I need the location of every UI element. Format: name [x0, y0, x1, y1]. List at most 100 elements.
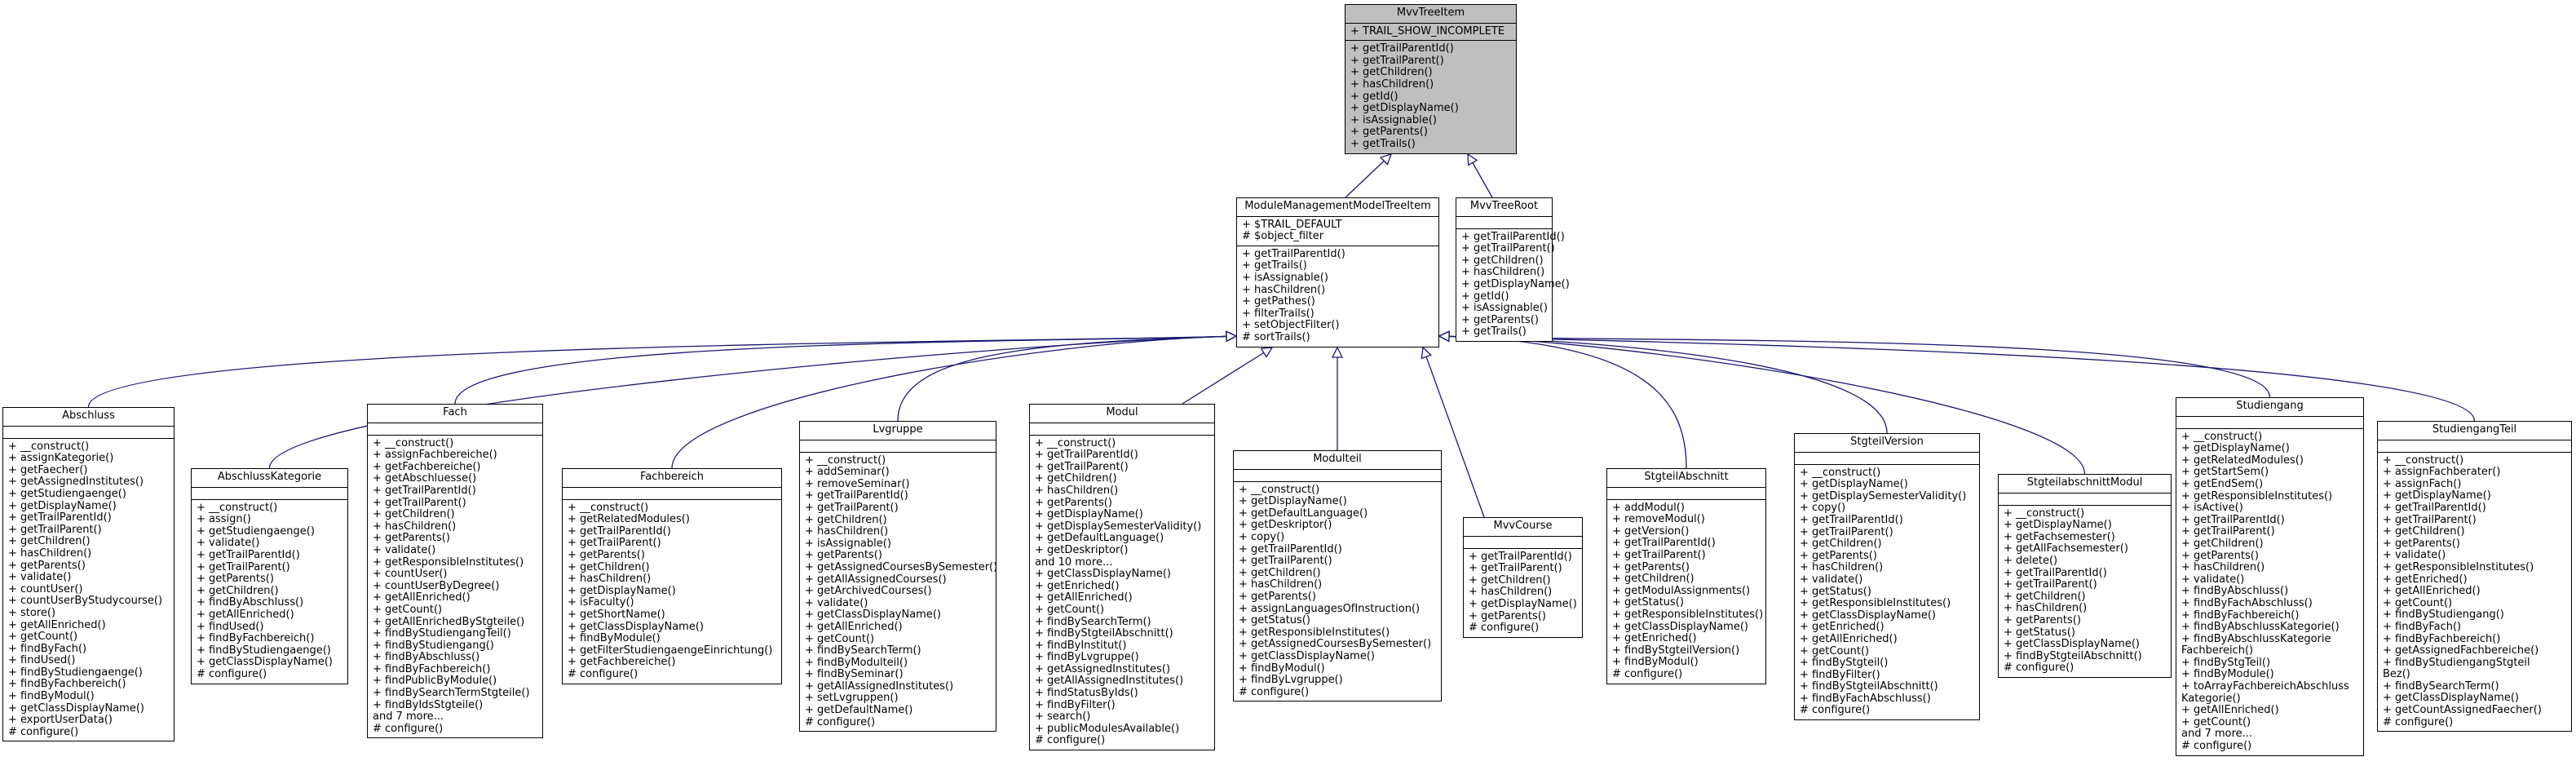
class-name: Modulteil: [1234, 451, 1441, 470]
class-operation: + filterTrails(): [1242, 307, 1315, 320]
class-operation: + findBySearchTerm(): [1035, 615, 1151, 628]
class-operation: + getDisplayName(): [2004, 519, 2112, 532]
class-operation: + getTrailParent(): [1239, 555, 1332, 568]
class-operation: + getDefaultName(): [805, 704, 913, 717]
class-operation: + getParents(): [1800, 549, 1877, 562]
class-operation: + findByStgteilAbschnitt(): [2004, 649, 2142, 662]
class-box-mvvtreeroot[interactable]: MvvTreeRoot + getTrailParentId()+ getTra…: [1456, 197, 1570, 342]
class-operation: + getAllAssignedInstitutes(): [805, 679, 954, 693]
class-box-abschluss[interactable]: Abschluss + __construct()+ assignKategor…: [2, 407, 175, 742]
class-operation: + getEndSem(): [2181, 477, 2264, 490]
class-operation: + hasChildren(): [2004, 602, 2088, 615]
class-operation: + getDisplayName(): [2181, 442, 2290, 455]
class-attributes: [1234, 470, 1441, 482]
class-operation: + getTrailParent(): [2383, 513, 2477, 526]
class-operation: + getAssignedInstitutes(): [8, 476, 144, 489]
class-box-modul[interactable]: Modul + __construct()+ getTrailParentId(…: [1029, 404, 1215, 751]
class-operation: + getStatus(): [1239, 614, 1310, 627]
class-box-modulteil[interactable]: Modulteil + __construct()+ getDisplayNam…: [1233, 450, 1442, 702]
class-operation: + getDisplayName(): [1035, 508, 1143, 521]
class-operation: + getTrails(): [1350, 137, 1416, 150]
class-operation: and 10 more...: [1035, 555, 1113, 569]
class-operation: + getTrailParent(): [373, 496, 466, 509]
class-attributes: + TRAIL_SHOW_INCOMPLETE: [1345, 24, 1516, 42]
class-operation: + copy(): [1800, 502, 1846, 515]
class-box-studiengangteil[interactable]: StudiengangTeil + __construct()+ assignF…: [2377, 421, 2572, 733]
class-box-stgteilabschnittmodul[interactable]: StgteilabschnittModul + __construct()+ g…: [1998, 474, 2172, 678]
class-box-lvgruppe[interactable]: Lvgruppe + __construct()+ addSeminar()+ …: [799, 421, 997, 733]
class-operation: + hasChildren(): [373, 520, 457, 533]
class-box-fachbereich[interactable]: Fachbereich + __construct()+ getRelatedM…: [562, 468, 782, 684]
inheritance-arrowhead: [1379, 153, 1393, 166]
class-box-mvvcourse[interactable]: MvvCourse + getTrailParentId()+ getTrail…: [1463, 517, 1583, 638]
class-operation: + getTrailParent(): [568, 537, 661, 550]
class-operation: + getId(): [1350, 90, 1398, 103]
class-operations: + __construct()+ getDisplayName()+ getDi…: [1795, 465, 1979, 719]
class-operation: + validate(): [2181, 573, 2245, 586]
class-operation: + findByModul(): [1239, 662, 1325, 675]
class-operation: Kategorie(): [2181, 692, 2241, 705]
class-operation: + getResponsibleInstitutes(): [1612, 608, 1764, 621]
class-operation: and 7 more...: [373, 710, 444, 724]
class-operation: + getAllEnriched(): [8, 618, 106, 631]
class-attributes: [800, 440, 996, 453]
class-operation: + getAllEnriched(): [2383, 585, 2481, 598]
class-operation: + getChildren(): [2181, 537, 2264, 550]
class-operation: + getParents(): [1350, 126, 1428, 139]
class-operation: + setObjectFilter(): [1242, 319, 1340, 332]
class-operation: + getParents(): [805, 549, 882, 562]
class-box-modulemanagementmodeltreeitem[interactable]: ModuleManagementModelTreeItem + $TRAIL_D…: [1236, 197, 1439, 347]
class-attributes: [563, 488, 781, 500]
inheritance-arrowhead: [1226, 330, 1238, 343]
class-operation: + __construct(): [1239, 483, 1320, 496]
class-operation: + findByIdsStgteile(): [373, 698, 484, 711]
class-operation: + hasChildren(): [2181, 561, 2265, 574]
class-operation: + countUserByStudycourse(): [8, 595, 163, 608]
class-box-mvvtreeitem[interactable]: MvvTreeItem + TRAIL_SHOW_INCOMPLETE + ge…: [1345, 4, 1517, 154]
class-box-stgteilversion[interactable]: StgteilVersion + __construct()+ getDispl…: [1794, 433, 1980, 721]
class-operation: + findBySeminar(): [805, 668, 904, 681]
class-operation: + getTrailParentId(): [568, 524, 671, 538]
class-name: Lvgruppe: [800, 422, 996, 440]
class-operation: + assignFachberater(): [2383, 466, 2501, 479]
class-box-fach[interactable]: Fach + __construct()+ assignFachbereiche…: [367, 404, 543, 739]
class-operation: # configure(): [1239, 685, 1310, 698]
class-box-stgteilabschnitt[interactable]: StgteilAbschnitt + addModul()+ removeMod…: [1606, 468, 1766, 684]
class-operation: + removeModul(): [1612, 513, 1705, 526]
inheritance-arrowhead: [1438, 330, 1450, 343]
class-operation: + hasChildren(): [568, 573, 652, 586]
class-operation: + getDefaultLanguage(): [1239, 507, 1368, 520]
class-operation: + __construct(): [1800, 466, 1881, 479]
class-operation: + validate(): [373, 543, 436, 556]
class-operation: + getStatus(): [1800, 585, 1871, 598]
class-operation: + getResponsibleInstitutes(): [1239, 626, 1390, 639]
class-operation: + getClassDisplayName(): [1800, 609, 1936, 622]
class-operation: + getTrailParentId(): [1469, 550, 1572, 563]
class-operation: + findByInstitut(): [1035, 639, 1127, 652]
class-operation: + getRelatedModules(): [568, 513, 690, 526]
class-operation: + getTrailParent(): [1612, 548, 1706, 561]
class-operation: + findByFachAbschluss(): [1800, 692, 1931, 705]
class-name: AbschlussKategorie: [192, 469, 347, 488]
class-operation: + __construct(): [1035, 436, 1116, 449]
class-box-abschlusskategorie[interactable]: AbschlussKategorie + __construct()+ assi…: [191, 468, 348, 684]
class-name: StudiengangTeil: [2378, 422, 2571, 440]
class-operation: + getClassDisplayName(): [197, 656, 333, 669]
class-operation: + assignKategorie(): [8, 452, 114, 465]
class-operation: + hasChildren(): [1461, 266, 1545, 279]
class-operation: + getChildren(): [373, 508, 455, 521]
class-operation: + findByFilter(): [1800, 668, 1880, 681]
class-name: MvvTreeRoot: [1456, 198, 1552, 217]
class-operation: + findByStgteilVersion(): [1612, 644, 1740, 657]
class-operation: # configure(): [8, 725, 79, 738]
class-operation: + hasChildren(): [1350, 77, 1434, 91]
inheritance-edge: [268, 335, 1227, 469]
class-operation: + getTrailParent(): [197, 560, 290, 573]
class-name: StgteilVersion: [1795, 434, 1979, 453]
class-box-studiengang[interactable]: Studiengang + __construct()+ getDisplayN…: [2176, 397, 2364, 756]
class-operation: + findByStgteilAbschnitt(): [1035, 627, 1173, 640]
class-operation: + getTrailParent(): [805, 501, 899, 514]
class-operation: + validate(): [8, 571, 72, 584]
class-operation: + getDisplayName(): [1800, 478, 1908, 491]
